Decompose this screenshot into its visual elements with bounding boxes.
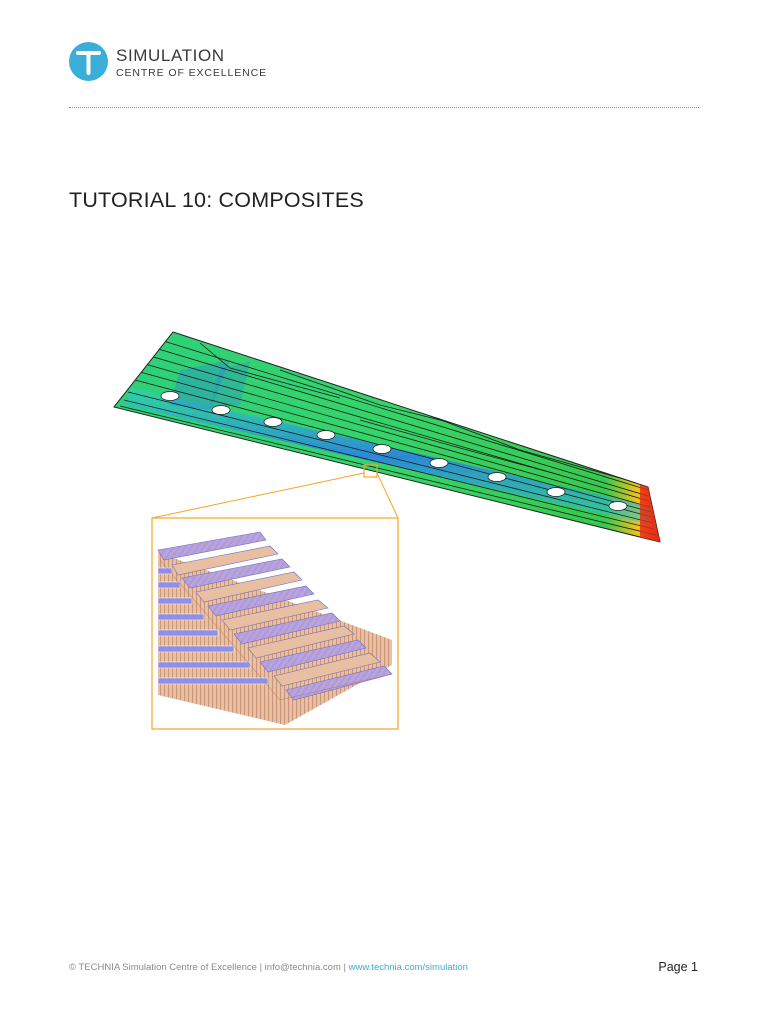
page-number: Page 1 <box>658 960 698 974</box>
footer-copyright: © TECHNIA Simulation Centre of Excellenc… <box>69 962 468 973</box>
logo-title: SIMULATION <box>116 46 225 65</box>
footer-copyright-text: © TECHNIA Simulation Centre of Excellenc… <box>69 962 349 973</box>
footer-website-link[interactable]: www.technia.com/simulation <box>348 962 468 973</box>
composites-figure <box>100 310 680 750</box>
company-logo: SIMULATION CENTRE OF EXCELLENCE <box>69 42 309 86</box>
logo-subtitle: CENTRE OF EXCELLENCE <box>116 67 268 79</box>
composite-layup-icon <box>157 531 393 725</box>
header-divider <box>69 107 699 108</box>
page-title: TUTORIAL 10: COMPOSITES <box>69 188 364 212</box>
technia-t-logo-icon <box>69 42 108 81</box>
fe-contour-plate-icon <box>113 331 661 543</box>
